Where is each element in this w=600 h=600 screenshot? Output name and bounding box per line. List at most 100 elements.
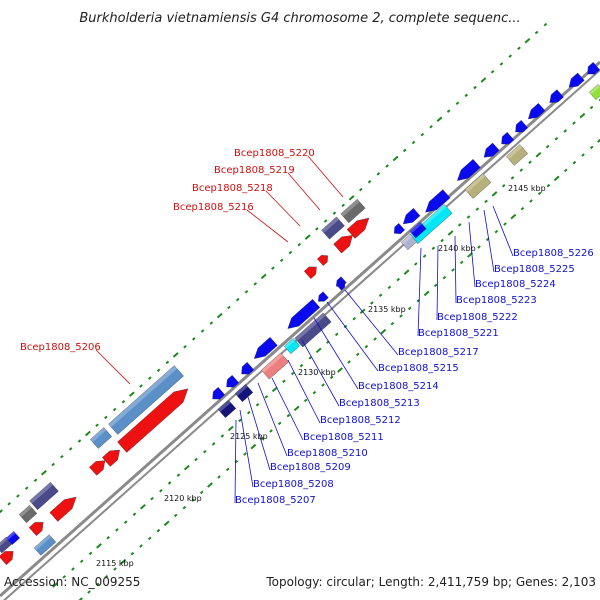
tick-mark-outer: [579, 112, 586, 119]
tick-mark-outer: [71, 567, 75, 571]
gene-label-5207[interactable]: Bcep1808_5207: [235, 495, 316, 506]
tick-mark-outer: [589, 105, 594, 110]
tick-mark-lower: [87, 590, 91, 594]
gene-salmon-5211-body: [261, 352, 289, 380]
tick-mark-lower: [286, 413, 291, 418]
tick-mark-inner: [304, 234, 311, 240]
tick-mark-outer: [491, 191, 498, 197]
tick-mark-lower: [321, 383, 325, 387]
gene-5211-cyan: [283, 338, 301, 354]
leader-line-9: [301, 339, 340, 407]
gene-label-5215[interactable]: Bcep1808_5215: [378, 363, 459, 374]
gene-label-5212[interactable]: Bcep1808_5212: [320, 415, 401, 426]
tick-mark-outer: [271, 386, 278, 393]
gene-red-left-body: [49, 496, 77, 522]
gene-salmon-5211: [261, 352, 289, 380]
tick-mark-inner: [7, 502, 11, 506]
tick-mark-lower: [191, 498, 195, 502]
gene-gray-5220-body: [340, 198, 366, 224]
tick-mark-outer: [194, 457, 198, 462]
tick-mark-lower: [459, 260, 464, 265]
tick-mark-lower: [355, 352, 360, 357]
tick-mark-inner: [95, 423, 99, 428]
tick-mark-outer: [447, 230, 454, 236]
genome-title: Burkholderia vietnamiensis G4 chromosome…: [79, 11, 520, 26]
tick-mark-lower: [373, 337, 377, 341]
gene-label-5225[interactable]: Bcep1808_5225: [494, 264, 575, 275]
gene-blue-5232-body: [587, 62, 600, 75]
tick-mark-outer: [96, 543, 102, 549]
tick-mark-lower: [104, 574, 109, 579]
gene-5224-arrow-body: [425, 189, 451, 213]
tick-mark-lower: [293, 405, 300, 412]
scale-labels: 2115 kbp 2120 kbp 2125 kbp 2130 kbp 2135…: [96, 184, 546, 568]
gene-navy-5207b: [217, 400, 237, 418]
scale-ticks: [0, 22, 600, 600]
gene-red-small-2-body: [89, 460, 106, 476]
gene-khaki-2-body: [506, 144, 528, 166]
tick-mark-lower: [347, 360, 351, 364]
gene-label-5224[interactable]: Bcep1808_5224: [475, 279, 556, 290]
gene-label-5208[interactable]: Bcep1808_5208: [253, 479, 334, 490]
gene-steel-bottom-shine: [34, 534, 52, 551]
tick-mark-outer: [115, 528, 119, 532]
backbone-line-outer: [0, 60, 600, 598]
tick-mark-lower: [113, 567, 117, 571]
tick-mark-outer: [334, 332, 339, 337]
tick-mark-outer: [176, 473, 181, 477]
tick-mark-inner: [367, 180, 372, 184]
gene-khaki-1: [464, 173, 492, 199]
tick-mark-inner: [455, 101, 460, 105]
tick-mark-outer: [150, 496, 154, 501]
gene-label-5213[interactable]: Bcep1808_5213: [339, 398, 420, 409]
gene-label-5216[interactable]: Bcep1808_5216: [173, 202, 254, 213]
tick-mark-outer: [403, 269, 410, 275]
tick-mark-inner: [464, 93, 469, 98]
tick-mark-inner: [148, 376, 152, 380]
gene-label-5209[interactable]: Bcep1808_5209: [270, 462, 351, 473]
tick-mark-lower: [95, 582, 100, 587]
tick-mark-outer: [598, 97, 600, 102]
leader-line-17: [287, 172, 321, 211]
gene-label-5214[interactable]: Bcep1808_5214: [358, 381, 439, 392]
gene-label-5211[interactable]: Bcep1808_5211: [303, 432, 384, 443]
tick-mark-inner: [446, 109, 451, 113]
gene-label-5222[interactable]: Bcep1808_5222: [437, 312, 518, 323]
gene-blue-tri-1: [336, 281, 346, 291]
tick-mark-outer: [396, 277, 400, 282]
tick-mark-inner: [253, 282, 258, 286]
accession-text: Accession: NC_009255: [4, 575, 140, 589]
gene-red-5217b: [317, 255, 328, 266]
gene-label-5220[interactable]: Bcep1808_5220: [234, 148, 315, 159]
gene-label-5223[interactable]: Bcep1808_5223: [456, 295, 537, 306]
tick-mark-outer: [88, 551, 93, 556]
tick-mark-inner: [429, 125, 433, 129]
gene-label-5210[interactable]: Bcep1808_5210: [287, 448, 368, 459]
gene-gray-left-shine: [19, 505, 32, 518]
tick-mark-outer: [52, 582, 58, 588]
leader-line-13: [247, 396, 271, 471]
tick-mark-inner: [216, 312, 223, 319]
tick-mark-inner: [244, 289, 249, 294]
gene-lime-right-body: [588, 84, 600, 100]
gene-5223b-blue-body: [409, 221, 427, 239]
gene-5210-arrow-body: [254, 337, 278, 359]
gene-label-5221[interactable]: Bcep1808_5221: [418, 328, 499, 339]
gene-labels-red: Bcep1808_5220 Bcep1808_5219 Bcep1808_521…: [20, 148, 315, 353]
gene-label-5218[interactable]: Bcep1808_5218: [192, 183, 273, 194]
gene-label-5206[interactable]: Bcep1808_5206: [20, 342, 101, 353]
tick-mark-outer: [510, 176, 515, 180]
gene-label-5217[interactable]: Bcep1808_5217: [398, 347, 479, 358]
tick-mark-outer: [563, 129, 567, 133]
gene-red-left-3-body: [0, 551, 14, 565]
gene-red-small-body: [102, 449, 120, 467]
gene-label-5226[interactable]: Bcep1808_5226: [513, 248, 594, 259]
gene-blue-5227-body: [501, 132, 515, 145]
gene-label-5219[interactable]: Bcep1808_5219: [214, 165, 295, 176]
gene-red-5218-body: [333, 235, 353, 254]
gene-red-small-2: [89, 460, 106, 476]
tick-mark-inner: [517, 46, 521, 50]
gene-blue-5232: [587, 62, 600, 75]
tick-mark-inner: [68, 447, 73, 451]
tick-mark-outer: [227, 425, 234, 432]
